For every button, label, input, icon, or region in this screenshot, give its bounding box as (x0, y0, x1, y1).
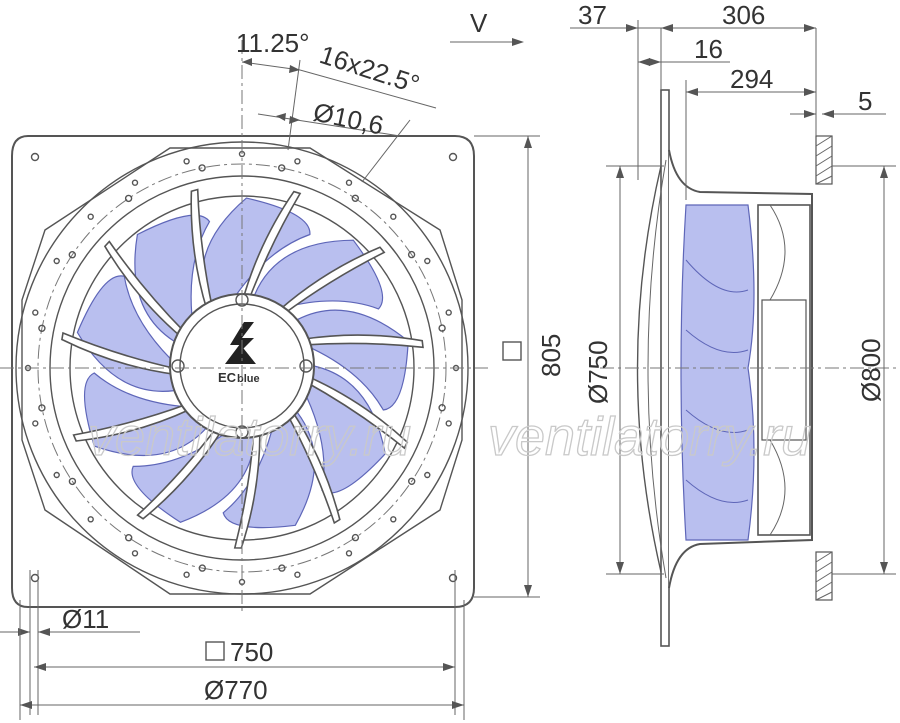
frame-hole (30, 152, 40, 162)
bolt-hole (351, 533, 360, 542)
frame-bolt-hole (424, 257, 431, 265)
impeller-blade (306, 365, 386, 494)
bolt-hole (438, 324, 446, 332)
dim-frame-square: 805 (536, 334, 566, 377)
impeller-blade (253, 239, 384, 310)
frame-bolt-hole (294, 571, 301, 578)
side-dimensions: 37 306 16 294 5 Ø750 Ø800 (570, 0, 896, 575)
guard-profile (636, 165, 662, 573)
dim-pitch-diameter: Ø10,6 (311, 97, 387, 141)
frame-bolt-hole (87, 213, 94, 220)
dim-venturi-diameter: Ø750 (583, 340, 613, 404)
frame-bolt-hole (424, 471, 431, 479)
wall-section (815, 135, 833, 601)
bolt-hole (124, 534, 133, 542)
frame-bolt-hole (390, 213, 397, 220)
bolt-hole (438, 404, 446, 412)
bolt-hole (124, 194, 133, 203)
bolt-hole (351, 194, 359, 203)
frame-bolt-hole (345, 179, 353, 186)
side-view (600, 89, 900, 647)
guard-spoke (277, 246, 386, 316)
airflow-label: V (470, 8, 488, 38)
guard-spoke (305, 375, 409, 450)
frame-hole (448, 573, 458, 583)
frame-bolt-hole (53, 257, 60, 265)
frame-bolt-hole (445, 420, 452, 427)
watermark-left: ventilatorry.ru (88, 407, 411, 467)
bolt-hole (278, 564, 286, 572)
frame-inner-outline (21, 147, 463, 595)
frame-bolt-hole (131, 179, 139, 186)
guard-spoke (72, 402, 193, 442)
dim-depth-306: 306 (722, 0, 765, 30)
watermark-right: ventilatorry.ru (488, 407, 811, 467)
dim-depth-37: 37 (578, 0, 607, 30)
dim-flange-16: 16 (694, 34, 723, 64)
bolt-hole (408, 477, 416, 485)
logo-ec: EC (218, 370, 237, 385)
bolt-hole (68, 477, 77, 486)
frame-bolt-hole (131, 550, 139, 557)
guard-spoke (286, 408, 341, 525)
bolt-hole (68, 250, 77, 259)
motor-core (761, 299, 807, 441)
frame-bolt-hole (32, 309, 39, 316)
guard-spoke (301, 334, 424, 349)
bolt-hole (198, 164, 206, 172)
dim-bolt-square: 750 (230, 637, 273, 667)
hub-bolt-right (299, 359, 313, 373)
bolt-hole (198, 564, 207, 572)
guard-spoke (241, 190, 302, 302)
frame-hole (448, 152, 458, 162)
dim-wall-opening: Ø800 (856, 338, 886, 402)
frame-bolt-hole (183, 571, 190, 578)
frame-bolt-hole (183, 158, 190, 165)
hub-bolt-left (171, 359, 185, 373)
frame-bolt-hole (390, 516, 397, 523)
guard-spokes (61, 188, 424, 549)
frame-bolt-hole (53, 471, 60, 479)
guard-spoke (190, 188, 214, 312)
dim-impeller-294: 294 (730, 64, 773, 94)
dim-hole-angle: 11.25° (236, 28, 310, 58)
dim-outer-diameter: Ø770 (204, 675, 268, 705)
guard-spoke (233, 428, 261, 549)
logo-blue: blue (237, 373, 260, 385)
guard-spoke (103, 240, 187, 340)
dim-mount-hole: Ø11 (62, 604, 109, 634)
frame-bolt-hole (345, 550, 353, 557)
bolt-holes (24, 150, 460, 586)
bolt-hole (38, 324, 46, 332)
bolt-hole (407, 250, 416, 259)
impeller-side (680, 204, 755, 541)
front-view: EC blue (0, 40, 488, 612)
frame-bolt-hole (32, 420, 39, 427)
dim-offset-5: 5 (858, 86, 872, 116)
frame-bolt-hole (294, 158, 301, 165)
bolt-hole (278, 164, 286, 172)
bolt-hole (38, 404, 46, 412)
frame-bolt-hole (87, 516, 94, 523)
frame-bolt-hole (445, 309, 452, 316)
dim-hole-pattern: 16x22.5° (316, 39, 423, 99)
guard-spoke (136, 426, 224, 520)
